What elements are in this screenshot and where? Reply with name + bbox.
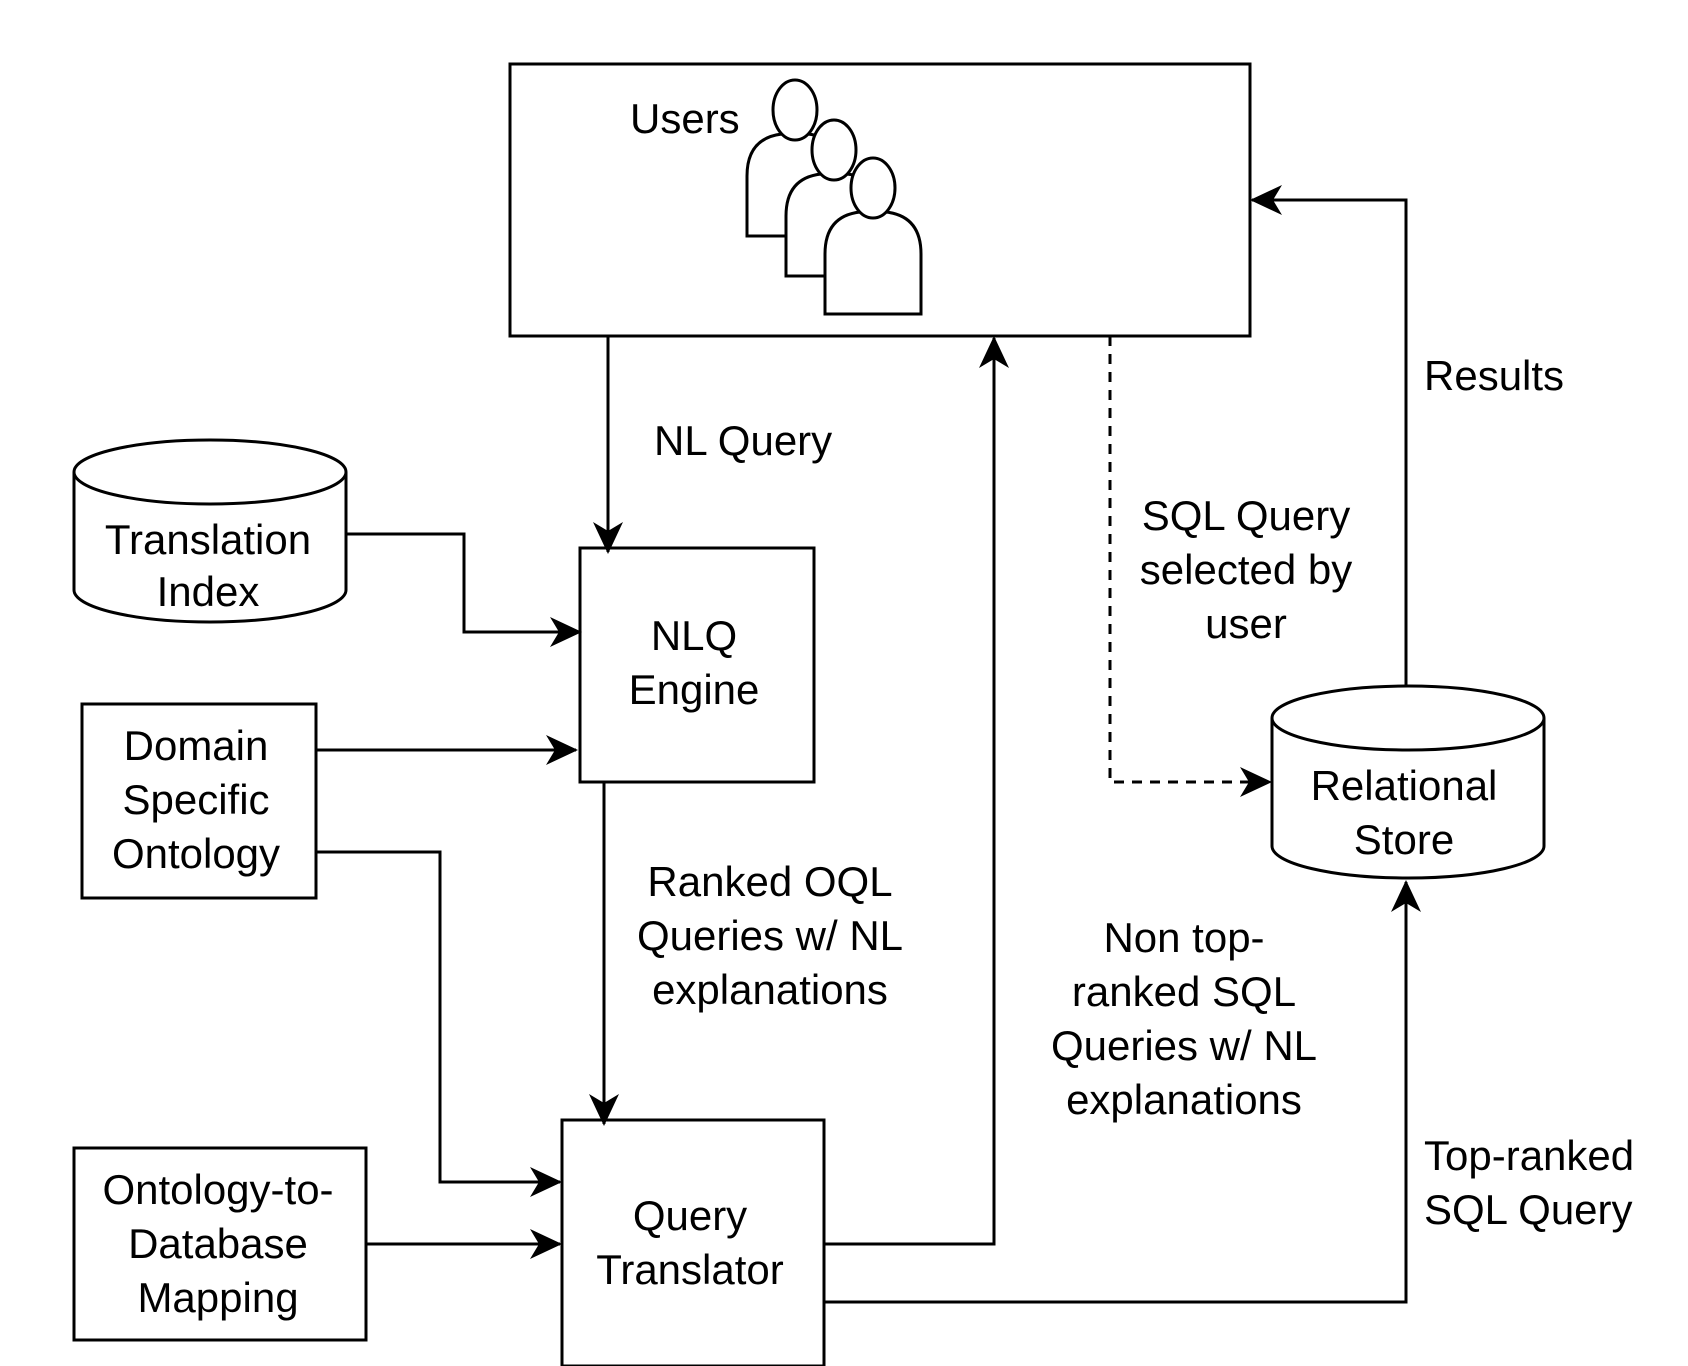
nlq-engine-label-2: Engine [629, 666, 760, 713]
top-ranked-label-2: SQL Query [1424, 1186, 1633, 1233]
relational-store-node: Relational Store [1270, 684, 1546, 880]
nlq-engine-label-1: NLQ [651, 612, 737, 659]
translation-index-label-2: Index [157, 568, 260, 615]
ranked-oql-label-1: Ranked OQL [647, 858, 892, 905]
domain-ontology-label-3: Ontology [112, 830, 280, 877]
non-top-ranked-label-2: ranked SQL [1072, 968, 1296, 1015]
edge-domain-ontology-to-translator [316, 850, 562, 1197]
translation-index-label-1: Translation [105, 516, 311, 563]
query-translator-node: Query Translator [560, 1118, 826, 1366]
edge-translator-to-users [824, 336, 1009, 1246]
edge-translation-index-to-nlq [346, 532, 582, 647]
domain-ontology-label-2: Specific [122, 776, 269, 823]
edge-translator-to-store [824, 880, 1421, 1304]
users-icon [745, 78, 923, 316]
users-label: Users [630, 95, 740, 142]
ranked-oql-label-2: Queries w/ NL [637, 912, 903, 959]
edge-users-to-store-dashed [1108, 336, 1272, 797]
domain-ontology-node: Domain Specific Ontology [80, 702, 318, 900]
ranked-oql-label-3: explanations [652, 966, 888, 1013]
edge-store-to-users [1250, 185, 1408, 686]
non-top-ranked-label-4: explanations [1066, 1076, 1302, 1123]
ontology-mapping-node: Ontology-to- Database Mapping [72, 1146, 368, 1342]
ontology-mapping-label-1: Ontology-to- [102, 1166, 333, 1213]
users-node: Users [508, 62, 1252, 338]
relational-store-label-1: Relational [1311, 762, 1498, 809]
results-label: Results [1424, 352, 1564, 399]
query-translator-label-2: Translator [596, 1246, 784, 1293]
nl-query-label: NL Query [654, 417, 832, 464]
domain-ontology-label-1: Domain [124, 722, 269, 769]
query-translator-label-1: Query [633, 1192, 747, 1239]
translation-index-node: Translation Index [72, 438, 348, 624]
non-top-ranked-label-3: Queries w/ NL [1051, 1022, 1317, 1069]
ontology-mapping-label-2: Database [128, 1220, 308, 1267]
sql-selected-label-2: selected by [1140, 546, 1352, 593]
top-ranked-label-1: Top-ranked [1424, 1132, 1634, 1179]
ontology-mapping-label-3: Mapping [137, 1274, 298, 1321]
non-top-ranked-label-1: Non top- [1103, 914, 1264, 961]
sql-selected-label-1: SQL Query [1142, 492, 1351, 539]
nlq-engine-node: NLQ Engine [578, 546, 816, 784]
sql-selected-label-3: user [1205, 600, 1287, 647]
relational-store-label-2: Store [1354, 816, 1454, 863]
